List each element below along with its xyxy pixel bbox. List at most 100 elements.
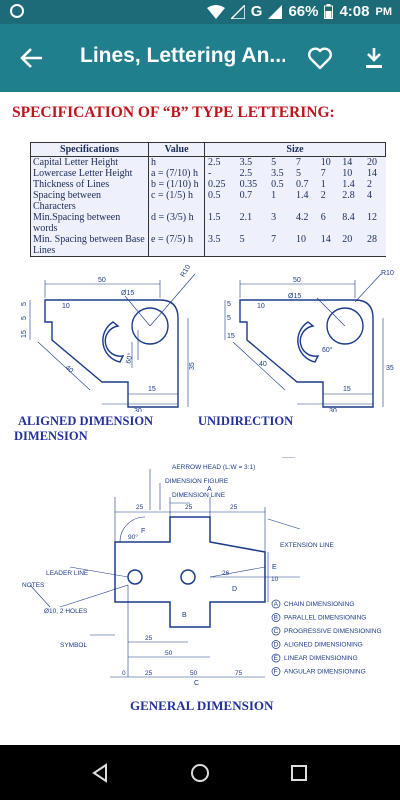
- annotation: EXTENSION LINE: [280, 542, 334, 549]
- size-cell: 4: [367, 190, 372, 201]
- spec-value: c = (1/5) h: [148, 190, 205, 212]
- lettering-spec-table: Specifications Value Size Capital Letter…: [30, 142, 386, 257]
- caption-unidirection: UNIDIRECTION: [198, 414, 294, 428]
- status-icons: G 66% 4:08 PM: [206, 3, 392, 20]
- annotation: DIMENSION FIGURE: [165, 478, 229, 485]
- size-cell: 0.5: [208, 190, 221, 201]
- legend-key: D: [274, 642, 279, 649]
- annotation: NOTES: [22, 582, 45, 589]
- dim-label: 25: [145, 670, 153, 677]
- size-cell: 12: [367, 212, 377, 223]
- dim-label: 15: [148, 386, 156, 393]
- dim-label: 15: [227, 333, 235, 340]
- legend-key: C: [274, 628, 279, 635]
- legend-marker: [271, 599, 281, 609]
- dim-label: 5: [227, 315, 231, 322]
- legend-label: ALIGNED DIMENSIONING: [284, 642, 363, 649]
- annotation: SYMBOL: [60, 642, 87, 649]
- signal-2-icon: [268, 4, 283, 19]
- dim-label: 25: [145, 635, 153, 642]
- dim-label: 26: [222, 570, 230, 577]
- dim-label: Ø15: [121, 290, 134, 297]
- nav-home-icon[interactable]: [187, 760, 213, 786]
- app-bar: Lines, Lettering An...: [0, 24, 400, 92]
- dim-label: 50: [98, 277, 106, 284]
- dim-label: 40: [64, 364, 75, 374]
- dim-label: 25: [230, 504, 238, 511]
- dim-label: 35: [189, 362, 196, 370]
- clock: 4:08: [339, 3, 370, 20]
- size-cell: 10: [292, 234, 318, 257]
- legend-marker: [271, 640, 281, 649]
- size-cell: 5: [236, 234, 269, 257]
- size-cell: 1.5: [208, 212, 221, 223]
- unidirection-dimension-drawing: 50 R10 Ø15 10 5 5 15 60° 35 40 15 30: [224, 270, 394, 412]
- size-cell: -: [208, 168, 212, 179]
- dim-label: 50: [293, 277, 301, 284]
- dim-label: 30: [134, 408, 142, 412]
- dim-label: 10: [257, 303, 265, 310]
- legend-label: CHAIN DIMENSIONING: [284, 601, 354, 608]
- back-arrow-icon[interactable]: [18, 44, 46, 72]
- status-bar: G 66% 4:08 PM: [0, 0, 400, 24]
- size-cell: 2.1: [239, 212, 253, 223]
- signal-icon: [230, 4, 245, 19]
- spec-name: Lowercase Letter Height: [30, 168, 149, 179]
- size-cell: 7: [320, 168, 326, 179]
- spec-value: d = (3/5) h: [148, 212, 205, 234]
- annotation: Ø10, 2 HOLES: [44, 608, 88, 615]
- size-cell: 0.35: [239, 179, 258, 190]
- document-image: SPECIFICATION OF “B” TYPE LETTERING: Spe…: [0, 92, 400, 745]
- dim-label: 30: [329, 408, 337, 412]
- size-cell: 5: [295, 168, 301, 179]
- dim-label: 50: [165, 650, 173, 657]
- table-header: Specifications: [30, 142, 149, 157]
- size-cell: 3.5: [204, 234, 237, 257]
- dim-label: 5: [21, 302, 28, 306]
- size-cell: 6: [320, 212, 326, 223]
- size-cell: 4.2: [295, 212, 309, 223]
- battery-percent: 66%: [288, 3, 319, 20]
- legend-label: LINEAR DIMENSIONING: [284, 655, 358, 662]
- dim-label: Ø15: [288, 293, 301, 300]
- dim-label: 25: [185, 504, 193, 511]
- dim-label: 15: [343, 386, 351, 393]
- size-cell: 1: [271, 190, 277, 201]
- legend-key: B: [274, 615, 278, 622]
- dim-label: 90°: [128, 533, 138, 541]
- size-cell: 1.4: [295, 190, 309, 201]
- dim-letter: F: [141, 528, 145, 535]
- size-cell: 7: [295, 157, 301, 168]
- nav-back-icon[interactable]: [88, 760, 114, 786]
- nav-recents-icon[interactable]: [286, 760, 312, 786]
- dim-label: 10: [271, 576, 279, 583]
- annotation: AERROW HEAD (L:W = 3:1): [172, 464, 255, 471]
- legend-marker: [271, 613, 281, 622]
- spec-value: a = (7/10) h: [148, 168, 205, 179]
- dim-label: R10: [180, 264, 193, 279]
- legend-key: F: [274, 669, 278, 676]
- page-title: Lines, Lettering An...: [80, 44, 285, 67]
- network-type: G: [250, 3, 263, 20]
- dim-label: 25: [136, 504, 144, 511]
- legend-label: PROGRESSIVE DIMENSIONING: [284, 628, 382, 635]
- legend-key: E: [274, 655, 279, 662]
- table-header: Value: [148, 142, 205, 157]
- size-cell: 0.25: [208, 179, 226, 190]
- dim-label: R10: [381, 270, 394, 277]
- dim-label: 5: [227, 301, 231, 308]
- aligned-dimension-drawing: 50 R10 Ø15 10 5 5 15 60° 35 40 15 30: [21, 264, 196, 412]
- spec-value: b = (1/10) h: [148, 179, 205, 190]
- favorite-heart-icon[interactable]: [306, 44, 334, 72]
- size-cell: 0.7: [239, 190, 253, 201]
- size-cell: 5: [271, 157, 277, 168]
- size-cell: 20: [367, 157, 377, 168]
- download-icon[interactable]: [360, 44, 388, 72]
- size-cell: 3.5: [271, 168, 284, 179]
- size-cell: 3: [271, 212, 277, 223]
